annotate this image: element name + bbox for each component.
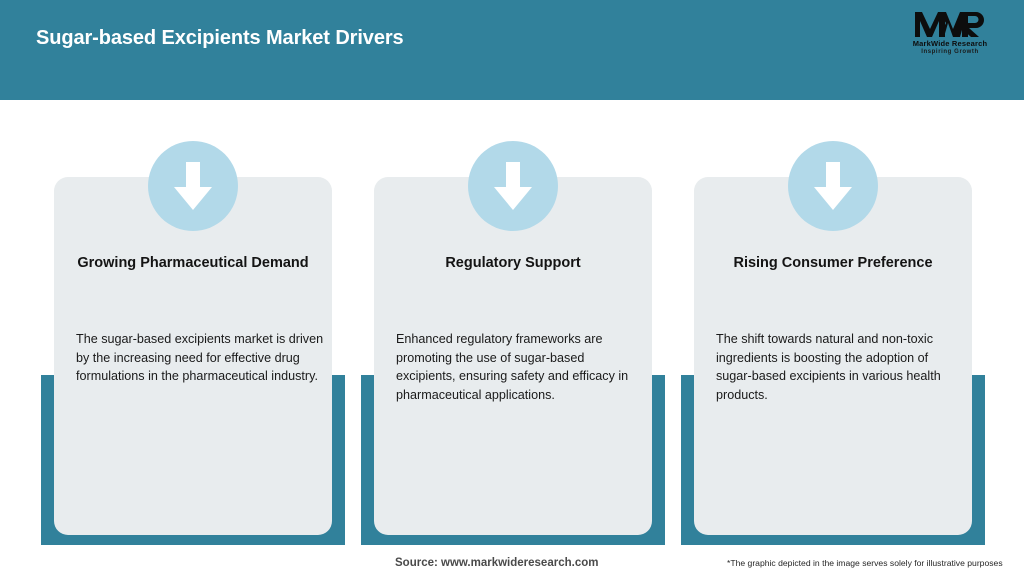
driver-card-3[interactable]: Rising Consumer Preference The shift tow… — [681, 100, 985, 545]
page-header: Sugar-based Excipients Market Drivers Ma… — [0, 0, 1024, 100]
driver-card-1[interactable]: Growing Pharmaceutical Demand The sugar-… — [41, 100, 345, 545]
logo-company-name: MarkWide Research — [912, 39, 988, 48]
logo-tagline: Inspiring Growth — [921, 49, 979, 55]
card-body-text: The shift towards natural and non-toxic … — [716, 332, 941, 402]
card-body-text: The sugar-based excipients market is dri… — [76, 332, 324, 383]
card-title: Growing Pharmaceutical Demand — [77, 255, 309, 271]
card-title: Rising Consumer Preference — [733, 255, 933, 271]
brand-logo: MarkWide Research Inspiring Growth — [898, 10, 1002, 60]
arrow-down-icon — [788, 141, 878, 231]
driver-card-2[interactable]: Regulatory Support Enhanced regulatory f… — [361, 100, 665, 545]
card-panel: Growing Pharmaceutical Demand The sugar-… — [54, 177, 332, 535]
page-title: Sugar-based Excipients Market Drivers — [36, 27, 404, 49]
disclaimer-label: *The graphic depicted in the image serve… — [727, 558, 1003, 568]
card-title: Regulatory Support — [445, 255, 581, 271]
arrow-down-icon — [468, 141, 558, 231]
card-panel: Rising Consumer Preference The shift tow… — [694, 177, 972, 535]
card-panel: Regulatory Support Enhanced regulatory f… — [374, 177, 652, 535]
arrow-down-icon — [148, 141, 238, 231]
logo-monogram-icon — [898, 10, 1002, 38]
source-label: Source: www.markwideresearch.com — [395, 557, 599, 569]
drivers-card-row: Growing Pharmaceutical Demand The sugar-… — [0, 100, 1024, 545]
card-body-text: Enhanced regulatory frameworks are promo… — [396, 332, 629, 402]
